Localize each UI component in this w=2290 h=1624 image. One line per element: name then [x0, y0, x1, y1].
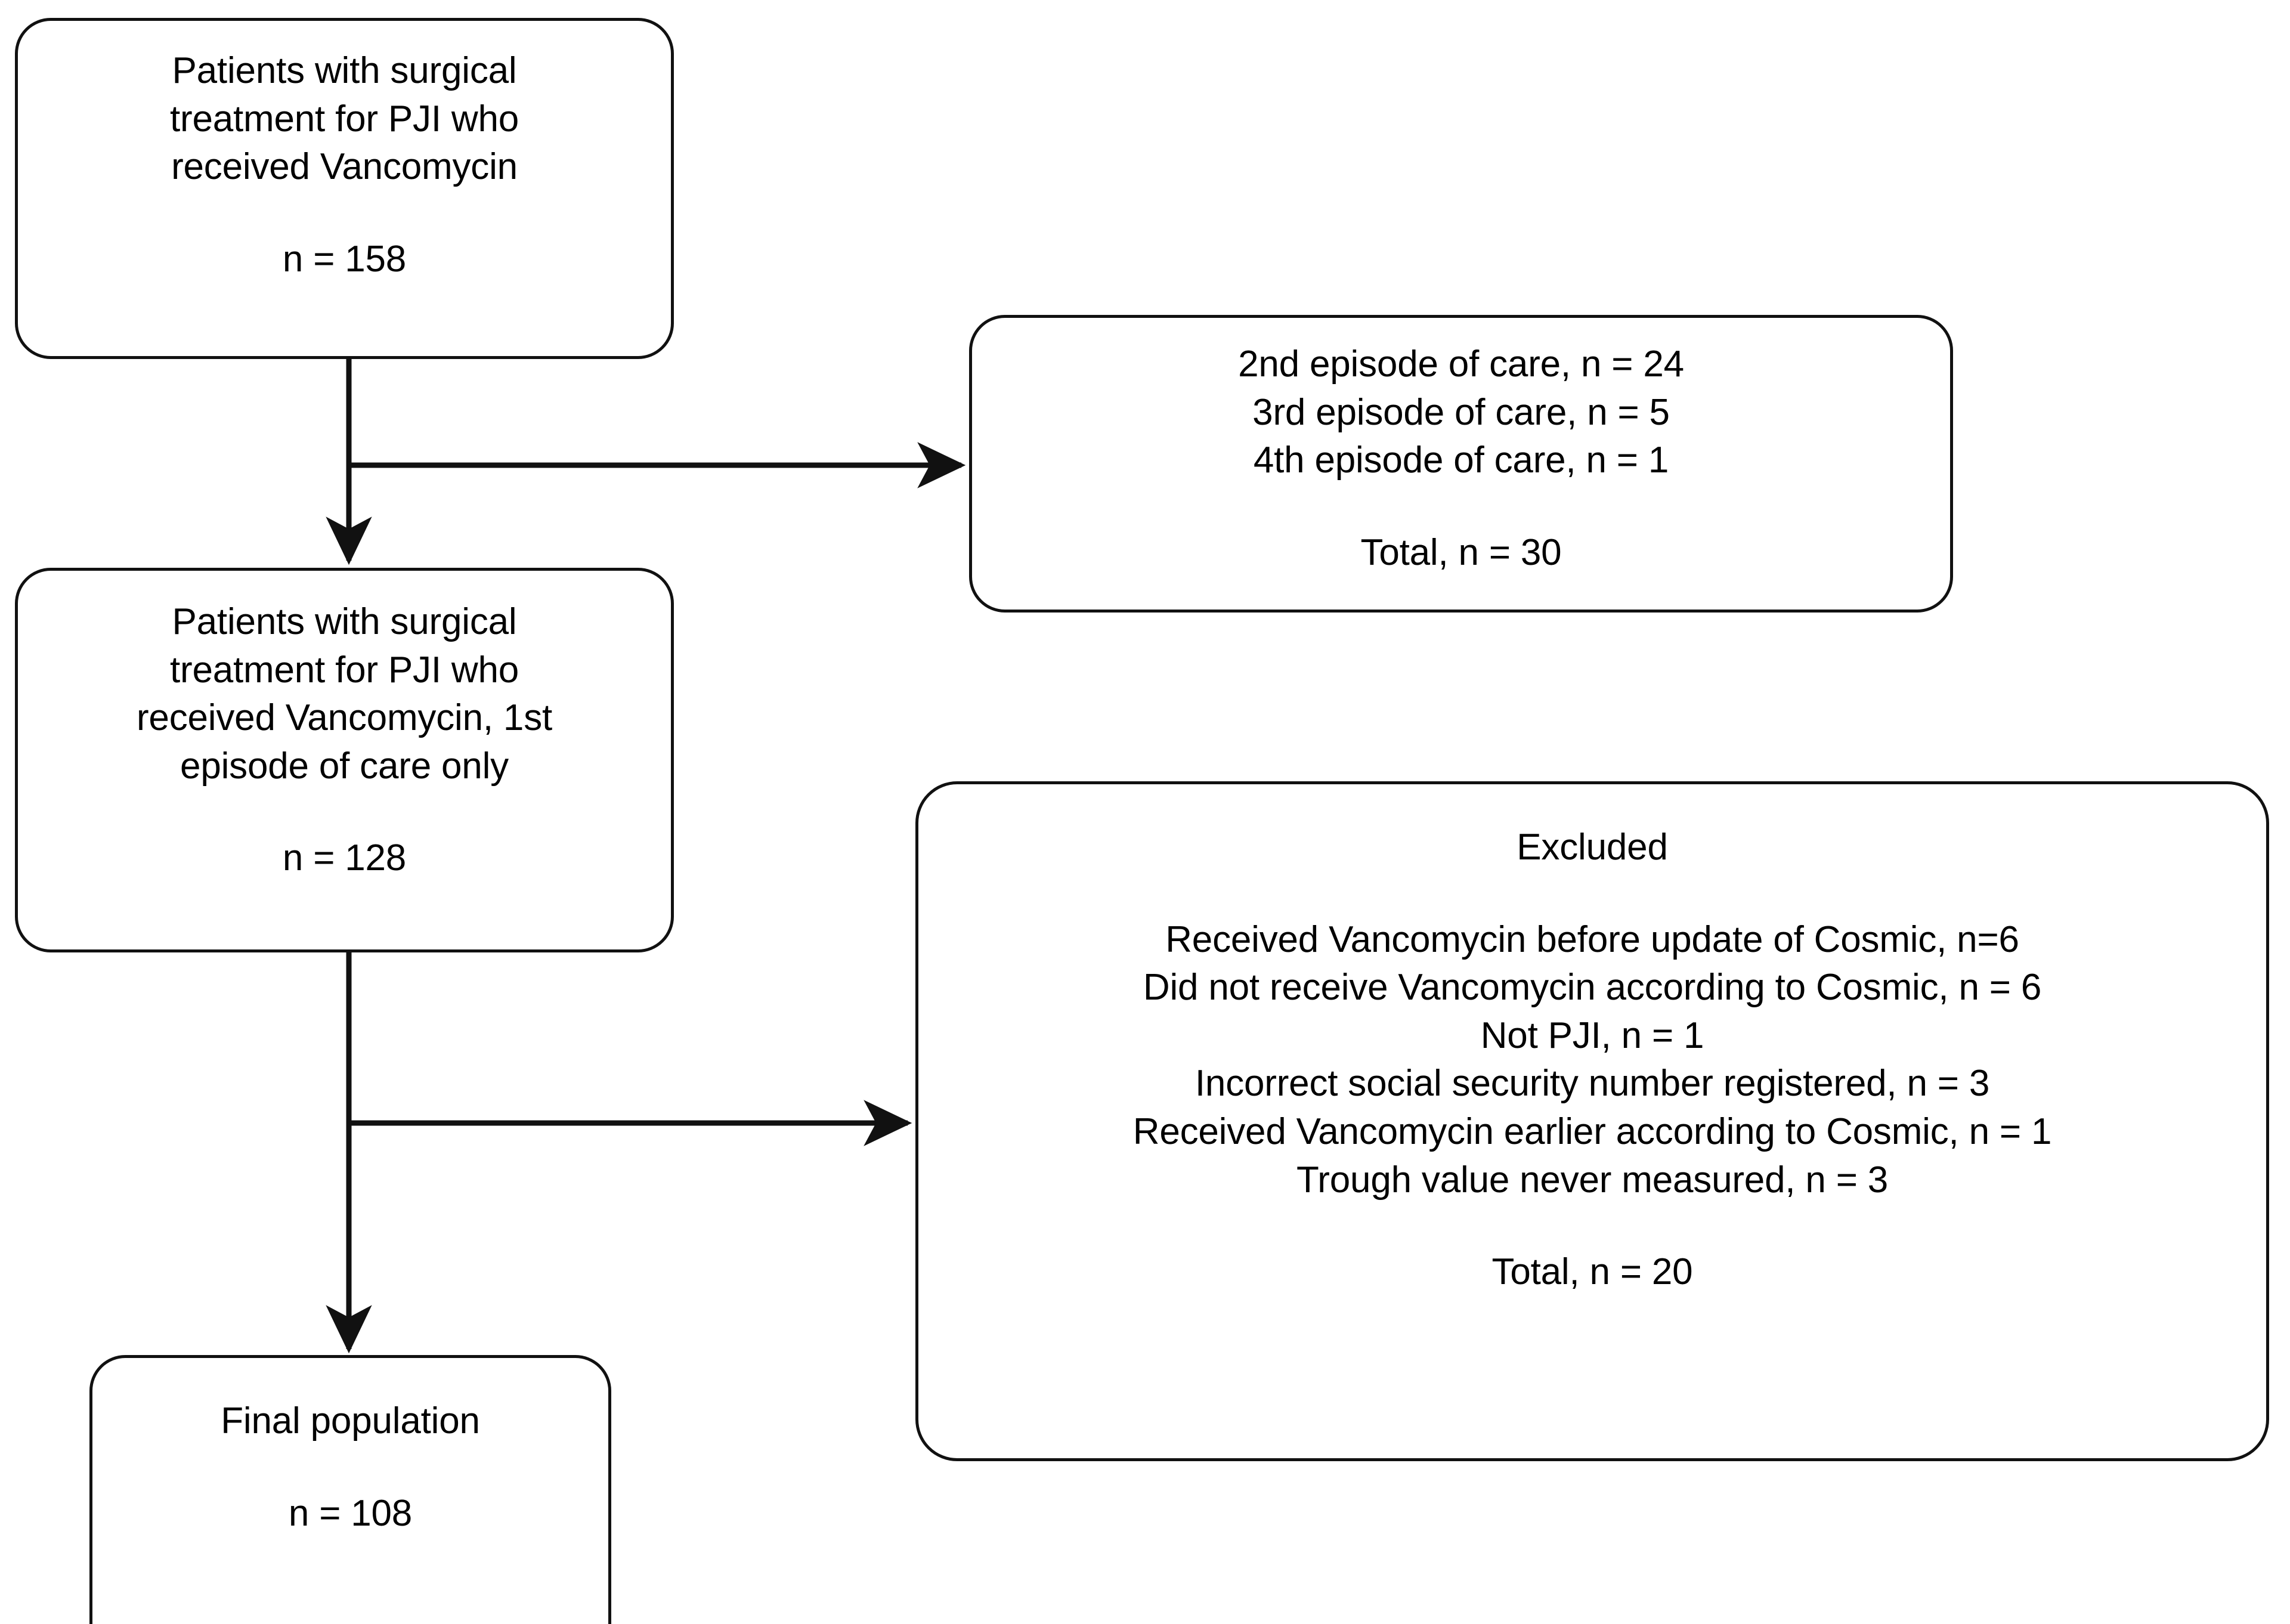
node-cohort-line-4: episode of care only	[180, 745, 509, 787]
node-excluded-reason-1: Received Vancomycin before update of Cos…	[1165, 918, 2019, 960]
node-episodes-total: Total, n = 30	[1360, 531, 1562, 573]
node-source-line-3: received Vancomycin	[171, 146, 518, 188]
node-repeat-episodes-excluded[interactable]: 2nd episode of care, n = 24 3rd episode …	[969, 315, 1953, 613]
node-source-line-2: treatment for PJI who	[169, 98, 519, 140]
node-excluded-reason-5: Received Vancomycin earlier according to…	[1132, 1110, 2052, 1152]
node-excluded-total: Total, n = 20	[1491, 1251, 1693, 1293]
node-episodes-line-2: 3rd episode of care, n = 5	[1252, 391, 1670, 433]
node-excluded-heading: Excluded	[1517, 827, 1668, 868]
node-excluded[interactable]: Excluded Received Vancomycin before upda…	[915, 781, 2269, 1461]
node-excluded-reason-2: Did not receive Vancomycin according to …	[1143, 967, 2042, 1009]
node-cohort-line-2: treatment for PJI who	[169, 649, 519, 691]
node-cohort-count: n = 128	[282, 837, 407, 879]
node-cohort-line-1: Patients with surgical	[172, 601, 517, 642]
node-source-count: n = 158	[282, 238, 407, 280]
node-episodes-line-3: 4th episode of care, n = 1	[1253, 440, 1669, 481]
node-first-episode-cohort[interactable]: Patients with surgical treatment for PJI…	[15, 568, 674, 952]
node-final-population[interactable]: Final population n = 108	[89, 1355, 611, 1624]
node-excluded-reason-4: Incorrect social security number registe…	[1194, 1063, 1990, 1105]
node-episodes-line-1: 2nd episode of care, n = 24	[1238, 344, 1684, 385]
node-source-line-1: Patients with surgical	[172, 50, 517, 91]
node-excluded-reason-6: Trough value never measured, n = 3	[1296, 1159, 1889, 1201]
node-final-count: n = 108	[288, 1492, 413, 1534]
node-final-label: Final population	[221, 1400, 480, 1442]
node-cohort-line-3: received Vancomycin, 1st	[136, 697, 553, 739]
node-excluded-reason-3: Not PJI, n = 1	[1480, 1014, 1704, 1056]
node-source-cohort[interactable]: Patients with surgical treatment for PJI…	[15, 18, 674, 359]
